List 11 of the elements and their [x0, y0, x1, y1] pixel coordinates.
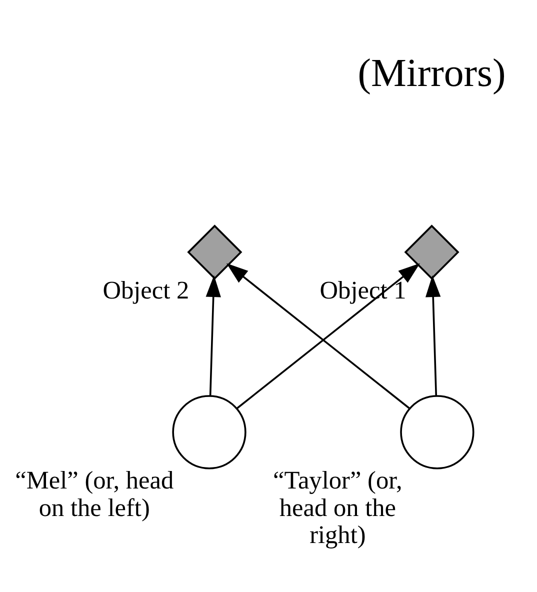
node-diamond [187, 224, 242, 280]
node-circle [172, 394, 246, 469]
node-label: “Taylor” (or, head on the right) [273, 466, 402, 548]
arrow [206, 274, 221, 396]
label: (Mirrors) [358, 50, 506, 94]
node-circle [400, 394, 474, 469]
node-label: “Mel” (or, head on the left) [15, 466, 174, 522]
node-label: Object 1 [320, 276, 406, 304]
arrow [425, 274, 441, 396]
node-label: Object 2 [102, 276, 190, 304]
node-diamond [404, 224, 460, 280]
